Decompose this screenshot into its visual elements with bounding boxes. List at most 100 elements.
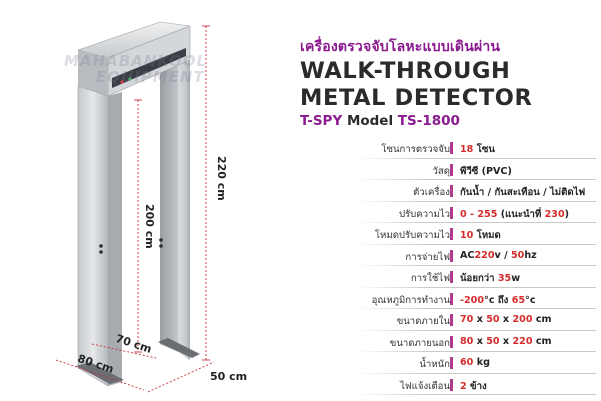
model-line: T-SPY Model TS-1800	[300, 113, 596, 129]
spec-separator-icon	[450, 292, 453, 305]
spec-divider	[356, 222, 596, 223]
spec-value-highlight: 80	[460, 335, 474, 347]
spec-value-text: kg	[473, 357, 490, 368]
spec-value: กันน้ำ / กันสะเทือน / ไม่ติดไฟ	[460, 185, 585, 200]
spec-separator-icon	[450, 228, 453, 240]
spec-value-highlight: 18	[460, 144, 474, 155]
spec-value-highlight: 60	[460, 357, 474, 368]
back-foot	[158, 338, 200, 358]
spec-value-text: °c ถึง	[484, 294, 512, 306]
spec-row: น้ำหนัก 60 kg	[300, 353, 596, 375]
spec-value-highlight: 220	[474, 249, 495, 261]
spec-divider	[356, 157, 596, 159]
metal-detector-illustration	[55, 21, 215, 393]
model-code: TS-1800	[397, 113, 460, 129]
brand-name: T-SPY	[300, 113, 343, 129]
spec-row: โซนการตรวจจับ 18 โซน	[300, 138, 596, 160]
spec-value: 70 x 50 x 200 cm	[460, 314, 552, 325]
spec-value-text: cm	[532, 314, 552, 325]
spec-separator-icon	[450, 378, 453, 391]
spec-label: การจ่ายไฟ	[405, 251, 450, 263]
spec-separator-icon	[450, 249, 453, 262]
spec-separator-icon	[450, 206, 453, 219]
spec-value: 10 โหมด	[460, 228, 501, 243]
spec-value-text: ข้าง	[466, 380, 487, 392]
spec-separator-icon	[450, 357, 453, 369]
spec-value-text: (แนะนำที่	[497, 208, 545, 220]
spec-value-highlight: 50	[486, 335, 500, 347]
spec-separator-icon	[450, 271, 453, 283]
spec-divider	[356, 265, 596, 266]
spec-value-text: โหมด	[473, 230, 501, 241]
spec-label: อุณหภูมิการทำงาน	[371, 294, 450, 306]
spec-label: โหมดปรับความไว	[374, 230, 450, 241]
watermark-line2: EQUIPMENT	[96, 68, 205, 86]
back-pillar-front	[178, 26, 190, 360]
spec-label: น้ำหนัก	[419, 359, 450, 370]
spec-value-text: AC	[460, 249, 475, 261]
spec-label: ขนาดภายนอก	[389, 337, 450, 349]
spec-row: อุณหภูมิการทำงาน -200°c ถึง 65°c	[300, 289, 596, 311]
spec-table: โซนการตรวจจับ 18 โซนวัสดุ พีวีซี (PVC) ตัวเ…	[300, 138, 596, 396]
dimension-depth-outer: 50 cm	[210, 370, 248, 383]
spec-label: วัสดุ	[432, 165, 450, 177]
spec-row: การใช้ไฟ น้อยกว่า 35w	[300, 267, 596, 289]
spec-value-text: x	[499, 314, 513, 325]
spec-value: -200°c ถึง 65°c	[460, 293, 536, 308]
spec-value-text: x	[473, 314, 487, 325]
dimension-lines	[55, 25, 215, 393]
spec-value: 2 ข้าง	[460, 379, 487, 394]
spec-value-text: น้อยกว่า	[460, 273, 498, 284]
spec-value: 80 x 50 x 220 cm	[460, 336, 552, 347]
spec-divider	[356, 179, 596, 180]
spec-value-text: กันน้ำ / กันสะเทือน / ไม่ติดไฟ	[460, 187, 586, 198]
spec-value-text: x	[499, 335, 513, 347]
spec-separator-icon	[450, 163, 453, 176]
spec-value-highlight: 0 - 255	[460, 208, 498, 220]
spec-row: ขนาดภายใน 70 x 50 x 200 cm	[300, 310, 596, 332]
spec-divider	[356, 351, 596, 352]
spec-value-text: cm	[532, 335, 552, 347]
spec-row: วัสดุ พีวีซี (PVC)	[300, 160, 596, 182]
spec-value-text: )	[564, 208, 570, 220]
spec-divider	[356, 329, 596, 331]
spec-divider	[356, 372, 596, 374]
spec-label: ตัวเครื่อง	[413, 187, 450, 198]
spec-separator-icon	[450, 314, 453, 326]
spec-value-text: x	[473, 335, 487, 347]
spec-divider	[356, 394, 596, 395]
spec-value-highlight: 10	[460, 230, 474, 241]
spec-value: 60 kg	[460, 357, 490, 368]
spec-value-text: v /	[494, 249, 511, 261]
spec-label: โซนการตรวจจับ	[381, 144, 450, 155]
spec-separator-icon	[450, 142, 453, 154]
spec-label: การใช้ไฟ	[410, 273, 450, 284]
spec-separator-icon	[450, 185, 453, 197]
front-pillar	[77, 85, 109, 387]
spec-value-highlight: -200	[460, 294, 485, 306]
spec-value: 18 โซน	[460, 142, 495, 157]
spec-value-highlight: 65	[511, 294, 526, 306]
dimension-height-outer: 220 cm	[215, 156, 228, 201]
spec-value: พีวีซี (PVC)	[460, 164, 512, 179]
spec-value-highlight: 50	[510, 249, 525, 261]
product-subtitle-th: เครื่องตรวจจับโลหะแบบเดินผ่าน	[300, 39, 501, 55]
spec-value-text: โซน	[473, 144, 495, 155]
spec-row: ขนาดภายนอก 80 x 50 x 220 cm	[300, 332, 596, 354]
spec-value-highlight: 50	[486, 314, 500, 325]
spec-divider	[356, 286, 596, 288]
front-pillar-inner	[108, 92, 122, 386]
spec-value-highlight: 230	[544, 208, 565, 220]
back-pillar-side	[160, 22, 178, 352]
spec-divider	[356, 308, 596, 309]
spec-value-highlight: 35	[497, 273, 512, 284]
front-foot	[76, 362, 124, 384]
spec-label: ขนาดภายใน	[396, 316, 450, 327]
spec-separator-icon	[450, 335, 453, 348]
spec-row: โหมดปรับความไว 10 โหมด	[300, 224, 596, 246]
spec-value: น้อยกว่า 35w	[460, 271, 520, 286]
